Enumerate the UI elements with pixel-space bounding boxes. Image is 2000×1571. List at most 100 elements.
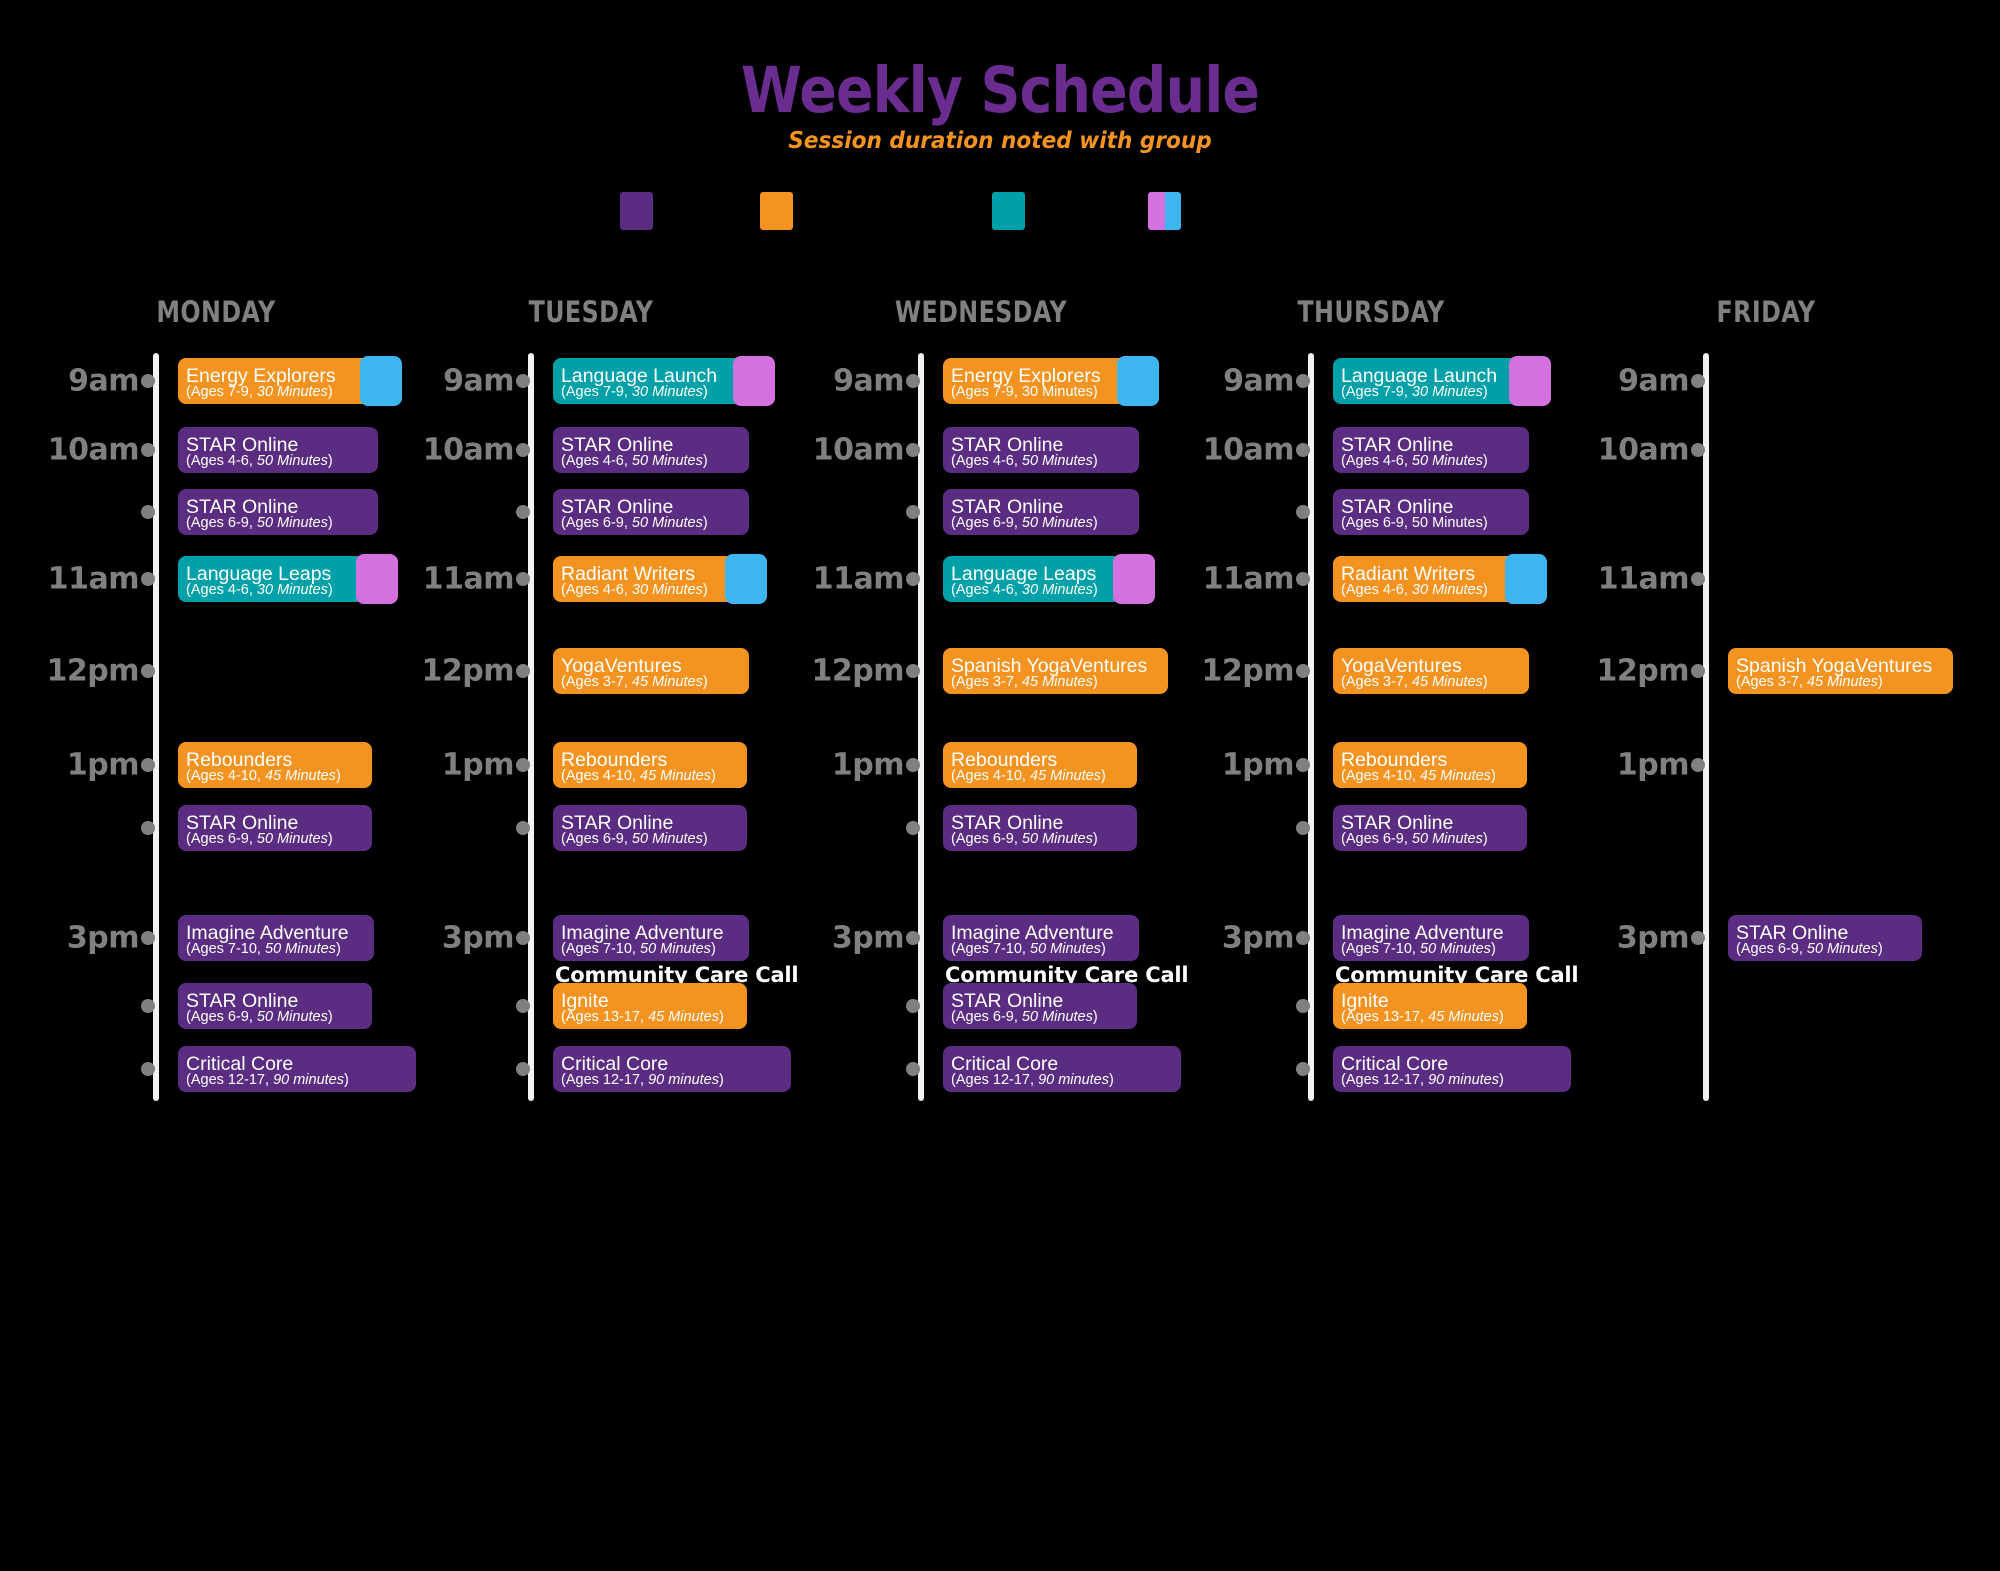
timeline-dot	[1691, 758, 1705, 772]
session-title: STAR Online	[951, 989, 1064, 1012]
time-label-11am: 11am	[1597, 561, 1690, 597]
session-title: STAR Online	[186, 811, 299, 834]
time-label-12pm: 12pm	[811, 653, 905, 689]
session-card-spanish-yogaventures[interactable]: Spanish YogaVentures(Ages 3-7, 45 Minute…	[943, 648, 1168, 694]
session-card-energy-explorers[interactable]: Energy Explorers(Ages 7-9, 30 Minutes)	[178, 356, 402, 406]
session-card-star-online[interactable]: STAR Online(Ages 6-9, 50 Minutes)	[553, 805, 747, 851]
timeline-dot	[516, 505, 530, 519]
session-card-star-online[interactable]: STAR Online(Ages 6-9, 50 Minutes)	[178, 805, 372, 851]
session-duration: 45 Minutes	[648, 1008, 719, 1025]
session-ages: (Ages 4-6,	[186, 452, 257, 469]
session-details-close: )	[1092, 514, 1098, 531]
session-ages: (Ages 3-7,	[1341, 673, 1412, 690]
timeline-dot	[141, 443, 155, 457]
session-details: (Ages 12-17, 90 minutes)	[186, 1072, 416, 1088]
legend-swatch-teal[interactable]	[992, 192, 1025, 230]
session-duration: 50 Minutes	[1030, 940, 1101, 957]
session-title: Critical Core	[1341, 1052, 1449, 1075]
session-duration: 45 Minutes	[640, 767, 711, 784]
timeline-dot	[141, 931, 155, 945]
timeline-dot	[1691, 664, 1705, 678]
session-details-close: )	[1499, 1071, 1504, 1088]
session-card-rebounders[interactable]: Rebounders(Ages 4-10, 45 Minutes)	[178, 742, 372, 788]
session-duration: 50 Minutes	[1411, 830, 1483, 847]
session-details: (Ages 6-9, 50 Minutes)	[561, 830, 747, 847]
time-label-10am: 10am	[422, 432, 515, 468]
session-ages: (Ages 13-17,	[1341, 1008, 1429, 1025]
session-details: (Ages 7-9, 30 Minutes)	[561, 383, 753, 400]
session-details-close: )	[702, 383, 708, 400]
session-card-yogaventures[interactable]: YogaVentures(Ages 3-7, 45 Minutes)	[553, 648, 749, 694]
timeline-dot	[1296, 931, 1310, 945]
session-card-ignite[interactable]: Ignite(Ages 13-17, 45 Minutes)	[553, 983, 747, 1029]
timeline-dot	[906, 758, 920, 772]
session-ages: (Ages 4-6,	[1341, 452, 1412, 469]
session-card-language-leaps[interactable]: Language Leaps(Ages 4-6, 30 Minutes)	[178, 554, 398, 604]
session-ages: (Ages 6-9,	[1341, 830, 1412, 847]
session-card-star-online[interactable]: STAR Online(Ages 6-9, 50 Minutes)	[943, 805, 1137, 851]
session-duration: 50 Minutes	[631, 830, 703, 847]
session-details-close: )	[1092, 452, 1098, 469]
legend-swatch-magenta-blue[interactable]	[1148, 192, 1181, 230]
session-card-imagine-adventure[interactable]: Imagine Adventure(Ages 7-10, 50 Minutes)	[943, 915, 1139, 961]
session-details: (Ages 6-9, 50 Minutes)	[951, 514, 1139, 531]
session-ages: (Ages 6-9,	[1341, 514, 1412, 531]
session-card-imagine-adventure[interactable]: Imagine Adventure(Ages 7-10, 50 Minutes)	[553, 915, 749, 961]
timeline-dot	[1691, 374, 1705, 388]
session-title: Language Leaps	[186, 562, 332, 585]
session-card-star-online[interactable]: STAR Online(Ages 6-9, 50 Minutes)	[178, 983, 372, 1029]
session-card-star-online[interactable]: STAR Online(Ages 6-9, 50 Minutes)	[553, 489, 749, 535]
session-card-radiant-writers[interactable]: Radiant Writers(Ages 4-6, 30 Minutes)	[553, 554, 767, 604]
session-card-star-online[interactable]: STAR Online(Ages 4-6, 50 Minutes)	[178, 427, 378, 473]
session-card-radiant-writers[interactable]: Radiant Writers(Ages 4-6, 30 Minutes)	[1333, 554, 1547, 604]
session-card-star-online[interactable]: STAR Online(Ages 6-9, 50 Minutes)	[1728, 915, 1922, 961]
session-card-star-online[interactable]: STAR Online(Ages 4-6, 50 Minutes)	[1333, 427, 1529, 473]
session-card-star-online[interactable]: STAR Online(Ages 6-9, 50 Minutes)	[178, 489, 378, 535]
session-ages: (Ages 4-6,	[951, 581, 1022, 598]
session-card-critical-core[interactable]: Critical Core(Ages 12-17, 90 minutes)	[553, 1046, 791, 1092]
session-card-critical-core[interactable]: Critical Core(Ages 12-17, 90 minutes)	[943, 1046, 1181, 1092]
session-card-star-online[interactable]: STAR Online(Ages 6-9, 50 Minutes)	[1333, 489, 1529, 535]
session-card-rebounders[interactable]: Rebounders(Ages 4-10, 45 Minutes)	[1333, 742, 1527, 788]
session-details-close: )	[1490, 940, 1496, 957]
session-details-close: )	[702, 514, 708, 531]
session-card-rebounders[interactable]: Rebounders(Ages 4-10, 45 Minutes)	[943, 742, 1137, 788]
session-details: (Ages 4-10, 45 Minutes)	[1341, 768, 1527, 784]
session-details: (Ages 4-6, 50 Minutes)	[186, 452, 378, 469]
legend-swatch-purple[interactable]	[620, 192, 653, 230]
session-card-energy-explorers[interactable]: Energy Explorers(Ages 7-9, 30 Minutes)	[943, 356, 1159, 406]
session-card-language-leaps[interactable]: Language Leaps(Ages 4-6, 30 Minutes)	[943, 554, 1155, 604]
session-details-close: )	[327, 830, 333, 847]
session-card-language-launch[interactable]: Language Launch(Ages 7-9, 30 Minutes)	[553, 356, 775, 406]
session-details: (Ages 3-7, 45 Minutes)	[1736, 674, 1953, 690]
session-details: (Ages 4-6, 30 Minutes)	[1341, 582, 1525, 598]
session-card-rebounders[interactable]: Rebounders(Ages 4-10, 45 Minutes)	[553, 742, 747, 788]
session-card-star-online[interactable]: STAR Online(Ages 6-9, 50 Minutes)	[943, 983, 1137, 1029]
session-card-yogaventures[interactable]: YogaVentures(Ages 3-7, 45 Minutes)	[1333, 648, 1529, 694]
time-label-10am: 10am	[812, 432, 905, 468]
session-card-star-online[interactable]: STAR Online(Ages 4-6, 50 Minutes)	[553, 427, 749, 473]
timeline-dot	[141, 664, 155, 678]
session-title: Language Launch	[561, 364, 718, 387]
session-card-star-online[interactable]: STAR Online(Ages 6-9, 50 Minutes)	[943, 489, 1139, 535]
day-header-wednesday: WEDNESDAY	[894, 295, 1068, 329]
day-header-friday: FRIDAY	[1716, 295, 1816, 329]
session-card-spanish-yogaventures[interactable]: Spanish YogaVentures(Ages 3-7, 45 Minute…	[1728, 648, 1953, 694]
session-duration: 30 Minutes	[1021, 383, 1093, 400]
session-card-critical-core[interactable]: Critical Core(Ages 12-17, 90 minutes)	[178, 1046, 416, 1092]
session-card-imagine-adventure[interactable]: Imagine Adventure(Ages 7-10, 50 Minutes)	[178, 915, 374, 961]
session-card-critical-core[interactable]: Critical Core(Ages 12-17, 90 minutes)	[1333, 1046, 1571, 1092]
time-label-3pm: 3pm	[1221, 920, 1295, 956]
session-details-close: )	[702, 830, 708, 847]
session-card-ignite[interactable]: Ignite(Ages 13-17, 45 Minutes)	[1333, 983, 1527, 1029]
session-card-star-online[interactable]: STAR Online(Ages 6-9, 50 Minutes)	[1333, 805, 1527, 851]
session-details-close: )	[1100, 940, 1106, 957]
session-card-imagine-adventure[interactable]: Imagine Adventure(Ages 7-10, 50 Minutes)	[1333, 915, 1529, 961]
session-card-accent-tab	[1117, 356, 1159, 406]
session-card-star-online[interactable]: STAR Online(Ages 4-6, 50 Minutes)	[943, 427, 1139, 473]
session-details-close: )	[1482, 452, 1488, 469]
session-duration: 50 Minutes	[1411, 452, 1483, 469]
legend-swatch-orange[interactable]	[760, 192, 793, 230]
session-card-language-launch[interactable]: Language Launch(Ages 7-9, 30 Minutes)	[1333, 356, 1551, 406]
